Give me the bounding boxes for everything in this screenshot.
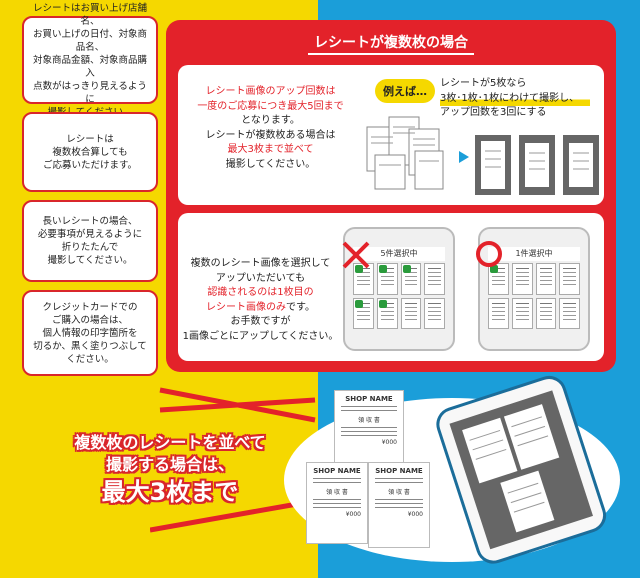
receipt-back: SHOP NAME 領 収 書 ¥000 <box>334 390 404 468</box>
red-speed-lines <box>150 387 321 533</box>
photo-grid <box>353 263 445 329</box>
note-receipt-requirements: レシートはお買い上げ店舗名、 お買い上げの日付、対象商品名、 対象商品金額、対象… <box>22 3 158 118</box>
panel-title: レシートが複数枚の場合 <box>166 32 616 55</box>
multiple-receipts-panel: レシートが複数枚の場合 レシート画像のアップ回数は 一度のご応募につき最大5回ま… <box>166 20 616 372</box>
example-badge: 例えば… <box>375 79 435 103</box>
arrow-icon <box>459 151 469 163</box>
receipt-left: SHOP NAME 領 収 書 ¥000 <box>306 462 368 544</box>
grouped-receipt-photos <box>475 135 599 195</box>
receipts-illustration <box>366 116 599 195</box>
photo-grid <box>488 263 580 329</box>
scattered-receipts <box>366 116 444 190</box>
upload-count-text: レシート画像のアップ回数は 一度のご応募につき最大5回まで となります。 レシー… <box>197 86 344 170</box>
note-credit-card: クレジットカードでの ご購入の場合は、 個人情報の印字箇所を 切るか、黒く塗りつ… <box>22 290 158 376</box>
correct-circle-icon <box>476 241 502 267</box>
phone-single-select: 1件選択中 <box>478 227 590 351</box>
single-image-text: 複数のレシート画像を選択して アップいただいても 認識されるのは1枚目の レシー… <box>182 258 339 342</box>
note-multiple-receipts: レシートは 複数枚合算しても ご応募いただけます。 <box>22 112 158 192</box>
selection-count-bar: 5件選択中 <box>353 247 445 261</box>
note-long-receipt: 長いレシートの場合、 必要事項が見えるように 折りたたんで 撮影してください。 <box>22 200 158 282</box>
single-image-card: 複数のレシート画像を選択して アップいただいても 認識されるのは1枚目の レシー… <box>178 213 604 361</box>
tablet-icon <box>436 375 607 564</box>
wrong-cross-icon <box>342 241 370 269</box>
example-text: レシートが5枚なら 3枚･1枚･1枚にわけて撮影し、 アップ回数を3回にする <box>440 77 590 121</box>
upload-count-card: レシート画像のアップ回数は 一度のご応募につき最大5回まで となります。 レシー… <box>178 65 604 205</box>
slogan: 複数枚のレシートを並べて 撮影する場合は、 最大3枚まで <box>74 433 266 506</box>
selection-count-bar: 1件選択中 <box>488 247 580 261</box>
receipt-right: SHOP NAME 領 収 書 ¥000 <box>368 462 430 548</box>
